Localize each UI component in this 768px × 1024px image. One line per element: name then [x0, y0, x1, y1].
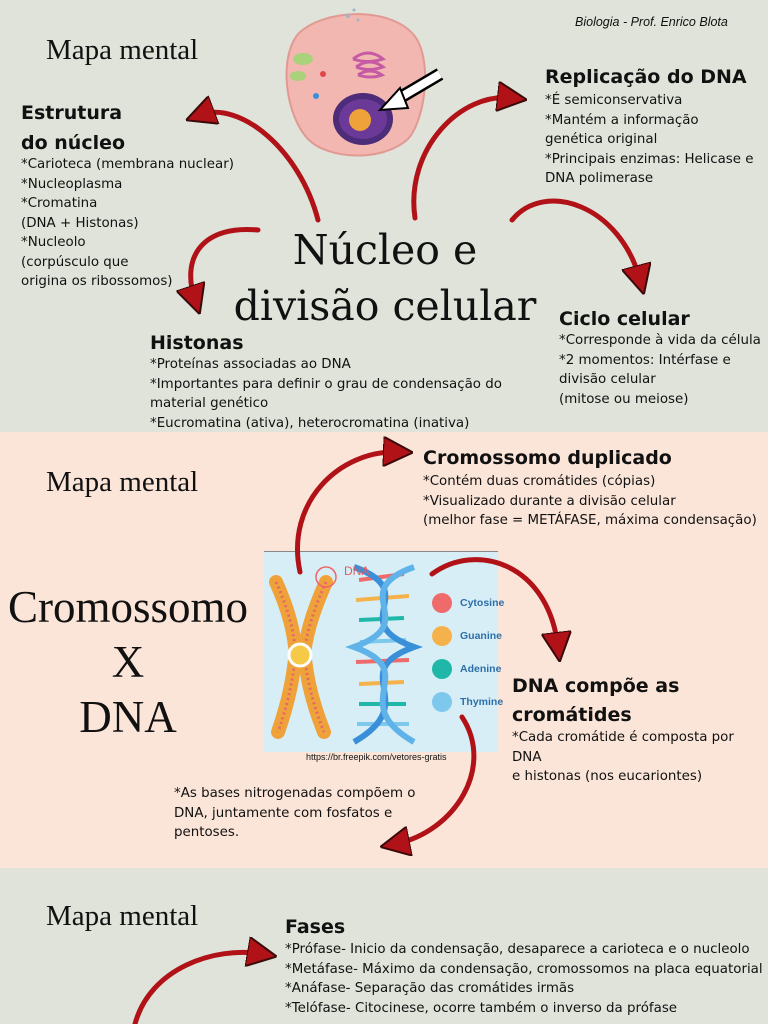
estrutura-heading-line2: do núcleo — [21, 132, 126, 154]
legend-swatch — [432, 691, 452, 712]
legend-item: Cytosine — [432, 586, 504, 619]
base-legend: Cytosine Guanine Adenine Thymine — [432, 586, 504, 718]
mapa-mental-label: Mapa mental — [46, 466, 199, 498]
compoe-heading: DNA compõe as cromátides — [512, 674, 679, 727]
duplicado-body: *Contém duas cromátides (cópias) *Visual… — [423, 474, 757, 528]
replicacao-heading: Replicação do DNA — [545, 66, 747, 88]
replicacao-body: *É semiconservativa *Mantém a informação… — [545, 93, 754, 186]
main-title: Núcleo e divisão celular — [230, 222, 540, 334]
fases-heading: Fases — [285, 916, 346, 938]
legend-label: Adenine — [460, 662, 502, 675]
dna-label: DNA — [344, 564, 370, 578]
chromosome-dna-image: DNA Cytosine Guanine Adenine Thymine — [264, 551, 504, 752]
estrutura-heading-line1: Estrutura — [21, 102, 123, 124]
legend-item: Thymine — [432, 685, 504, 718]
ciclo-heading: Ciclo celular — [559, 308, 690, 330]
legend-item: Guanine — [432, 619, 504, 652]
credit-text: Biologia - Prof. Enrico Blota — [575, 15, 728, 29]
cell-illustration — [285, 8, 444, 157]
bases-body: *As bases nitrogenadas compõem o DNA, ju… — [174, 786, 416, 840]
estrutura-heading: Estrutura do núcleo — [21, 101, 125, 155]
histonas-body: *Proteínas associadas ao DNA *Importante… — [150, 357, 502, 431]
cromossomo-title-line1: Cromossomo — [7, 582, 249, 632]
compoe-heading-line2: cromátides — [512, 704, 632, 726]
main-title-line2: divisão celular — [233, 282, 537, 330]
compoe-heading-line1: DNA compõe as — [512, 675, 680, 697]
estrutura-body: *Carioteca (membrana nuclear) *Nucleopla… — [21, 157, 234, 289]
legend-swatch — [432, 592, 452, 613]
panel-nucleo: Biologia - Prof. Enrico Blota Mapa menta… — [0, 0, 768, 432]
chromosome-dna-drawing — [269, 564, 423, 745]
legend-item: Adenine — [432, 652, 504, 685]
legend-swatch — [432, 658, 452, 679]
cromossomo-title: Cromossomo X DNA — [0, 580, 256, 745]
compoe-body: *Cada cromátide é composta por DNA e his… — [512, 730, 734, 784]
legend-swatch — [432, 625, 452, 646]
histonas-heading: Histonas — [150, 332, 244, 354]
panel-fases: Mapa mental Fases *Prófase- Inicio da co… — [0, 868, 768, 1024]
fases-body: *Prófase- Inicio da condensação, desapar… — [285, 942, 763, 1016]
legend-label: Thymine — [460, 695, 504, 708]
mapa-mental-label: Mapa mental — [46, 34, 199, 66]
image-source: https://br.freepik.com/vetores-gratis — [306, 752, 447, 762]
cromossomo-title-line2: X — [111, 637, 145, 687]
cromossomo-title-line3: DNA — [79, 692, 177, 742]
legend-label: Cytosine — [460, 596, 505, 609]
panel-cromossomo: Mapa mental Cromossomo X DNA Cromossomo … — [0, 432, 768, 868]
arrow-to-fases — [132, 952, 262, 1024]
legend-label: Guanine — [460, 629, 503, 642]
duplicado-heading: Cromossomo duplicado — [423, 447, 672, 469]
ciclo-body: *Corresponde à vida da célula *2 momento… — [559, 333, 761, 407]
main-title-line1: Núcleo e — [292, 226, 478, 274]
mapa-mental-label: Mapa mental — [46, 900, 199, 932]
